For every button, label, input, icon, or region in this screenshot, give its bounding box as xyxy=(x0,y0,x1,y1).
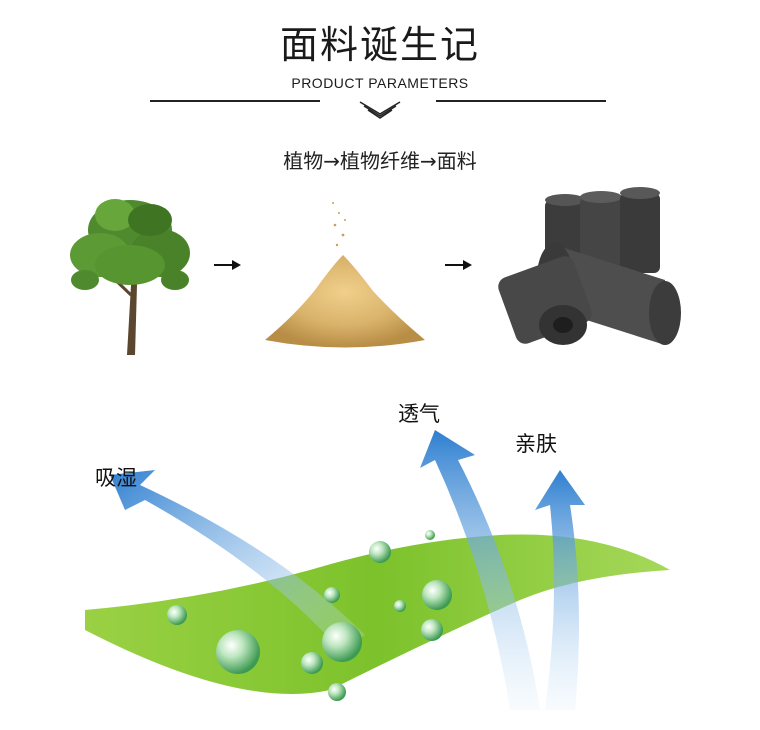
arrow-right-icon xyxy=(445,260,472,270)
title-divider-right xyxy=(436,100,606,102)
feature-skin-label: 亲肤 xyxy=(515,432,557,456)
page-title: 面料诞生记 xyxy=(279,23,480,67)
fabric-wave-icon xyxy=(85,430,670,710)
arrow-right-icon xyxy=(214,260,241,270)
yarn-spools-icon xyxy=(498,187,681,345)
page-subtitle: PRODUCT PARAMETERS xyxy=(291,75,469,91)
sawdust-pile-icon xyxy=(265,202,425,348)
title-divider-left xyxy=(150,100,320,102)
feature-absorb-label: 吸湿 xyxy=(95,466,137,490)
water-droplet-icon xyxy=(216,630,260,674)
chevrons-icon xyxy=(359,101,401,119)
feature-breathable-label: 透气 xyxy=(398,402,440,426)
tree-icon xyxy=(70,199,190,355)
process-text: 植物→植物纤维→面料 xyxy=(283,149,477,173)
